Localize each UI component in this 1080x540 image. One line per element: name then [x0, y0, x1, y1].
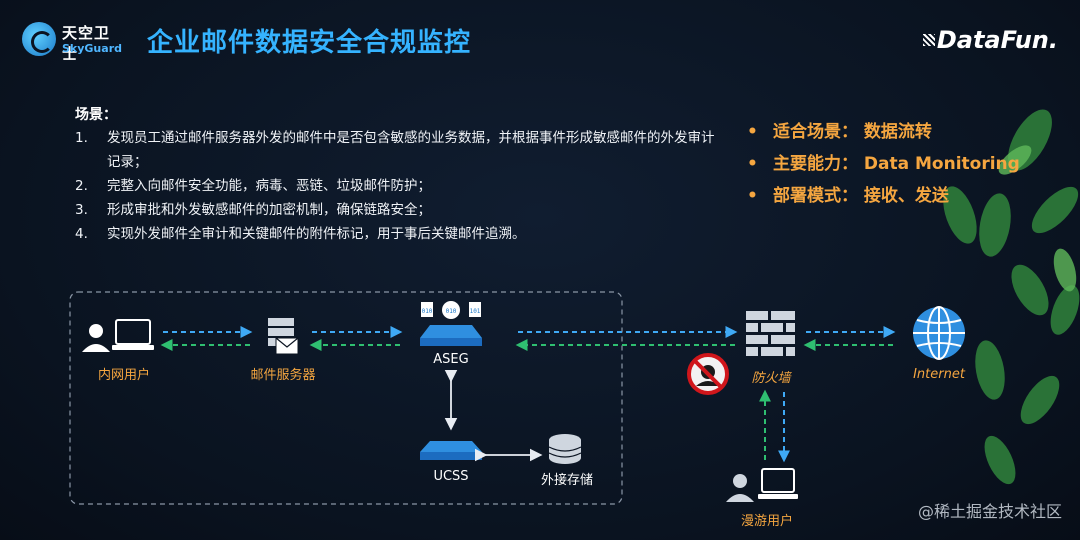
roaming-user-label: 漫游用户 — [740, 514, 794, 529]
list-text: 完整入向邮件安全功能，病毒、恶链、垃圾邮件防护； — [107, 178, 431, 194]
internal-network-boundary — [69, 291, 623, 505]
internal-user-label: 内网用户 — [97, 368, 151, 383]
list-item: 2. 完整入向邮件安全功能，病毒、恶链、垃圾邮件防护； — [75, 174, 715, 198]
aseg-icon: 010 010 101 — [420, 301, 482, 346]
logo-cn-text: 天空卫士 — [62, 24, 111, 63]
list-number: 1. — [75, 130, 88, 146]
roaming-user-icon — [726, 468, 798, 502]
firewall-label: 防火墙 — [751, 371, 791, 386]
mail-server-label: 邮件服务器 — [250, 368, 316, 383]
database-icon — [548, 434, 582, 464]
datafun-logo-icon — [922, 34, 935, 46]
datafun-brand: DataFun. — [922, 26, 1058, 54]
brand-text: DataFun. — [936, 26, 1058, 54]
list-number: 4. — [75, 226, 88, 242]
feature-list: 适合场景： 数据流转 主要能力： Data Monitoring 部署模式： 接… — [745, 116, 1020, 212]
feature-item: 部署模式： 接收、发送 — [745, 180, 1020, 212]
scenario-list: 1. 发现员工通过邮件服务器外发的邮件中是否包含敏感的业务数据，并根据事件形成敏感… — [75, 126, 715, 246]
svg-text:010: 010 — [422, 308, 433, 315]
external-storage-label: 外接存储 — [540, 473, 594, 488]
list-text: 形成审批和外发敏感邮件的加密机制，确保链路安全； — [107, 202, 431, 218]
logo-en-text: SkyGuard — [62, 42, 122, 55]
internal-user-icon — [82, 319, 154, 352]
svg-text:101: 101 — [470, 308, 481, 315]
internet-globe-icon — [913, 306, 965, 360]
ucss-label: UCSS — [433, 469, 469, 484]
internet-label: Internet — [913, 367, 965, 382]
feature-item: 适合场景： 数据流转 — [745, 116, 1020, 148]
aseg-label: ASEG — [433, 352, 469, 367]
list-number: 2. — [75, 178, 88, 194]
skyguard-logo: 天空卫士 SkyGuard — [22, 20, 122, 63]
skyguard-logo-icon — [22, 22, 56, 56]
scenario-heading: 场景： — [75, 107, 117, 123]
list-item: 1. 发现员工通过邮件服务器外发的邮件中是否包含敏感的业务数据，并根据事件形成敏感… — [75, 126, 715, 174]
list-item: 4. 实现外发邮件全审计和关键邮件的附件标记，用于事后关键邮件追溯。 — [75, 222, 715, 246]
feature-item: 主要能力： Data Monitoring — [745, 148, 1020, 180]
list-text: 发现员工通过邮件服务器外发的邮件中是否包含敏感的业务数据，并根据事件形成敏感邮件… — [107, 130, 715, 170]
blocked-hacker-icon — [687, 353, 729, 395]
watermark: @稀土掘金技术社区 — [917, 502, 1062, 521]
firewall-icon — [746, 311, 795, 356]
page-title: 企业邮件数据安全合规监控 — [147, 28, 472, 58]
list-number: 3. — [75, 202, 88, 218]
list-item: 3. 形成审批和外发敏感邮件的加密机制，确保链路安全； — [75, 198, 715, 222]
mail-server-icon — [268, 318, 299, 355]
ucss-icon — [420, 441, 482, 460]
svg-text:010: 010 — [446, 308, 457, 315]
list-text: 实现外发邮件全审计和关键邮件的附件标记，用于事后关键邮件追溯。 — [107, 226, 526, 242]
